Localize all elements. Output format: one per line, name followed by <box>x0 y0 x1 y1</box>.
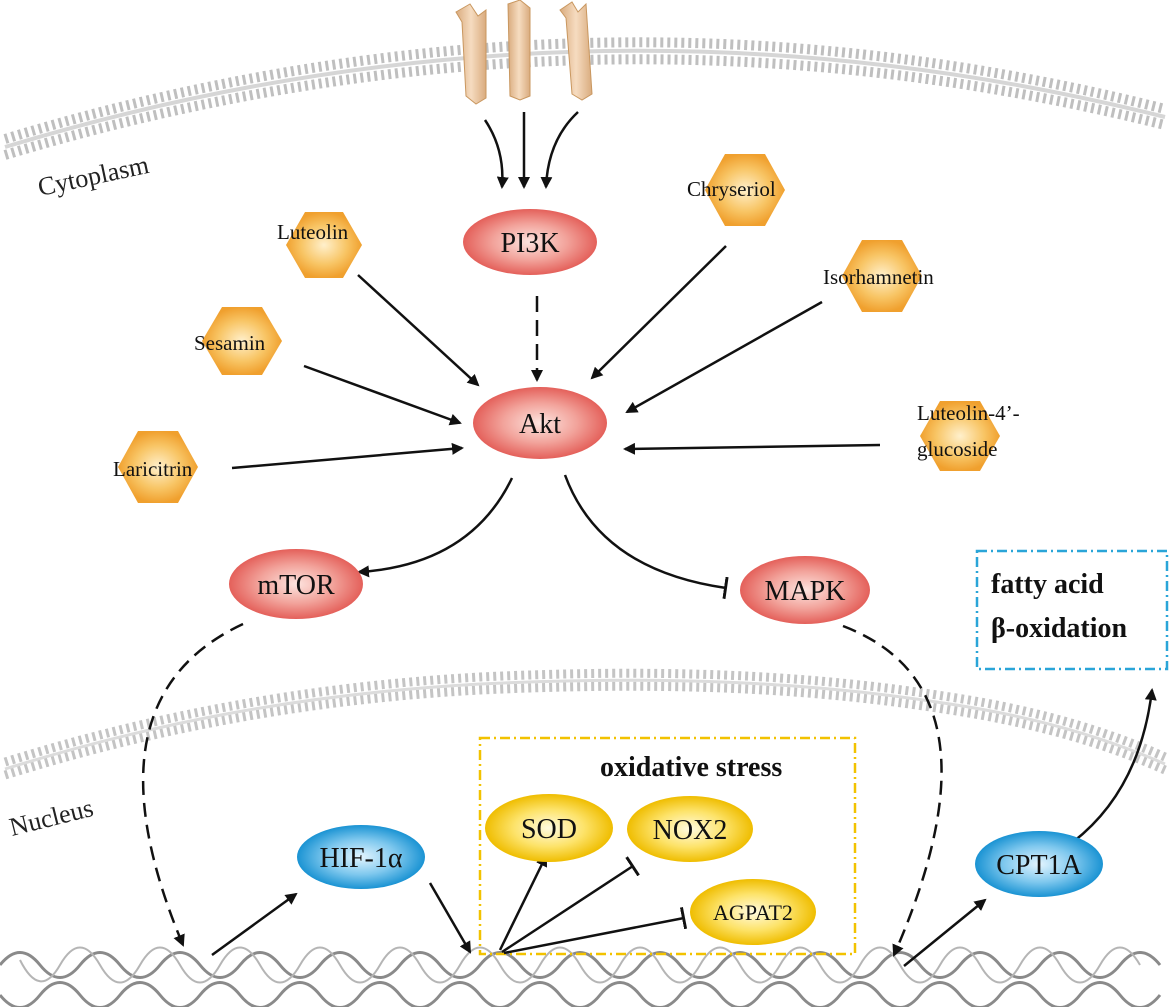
inhibit-dna-agpat2 <box>503 907 688 955</box>
node-mtor: mTOR <box>229 549 363 619</box>
arrow-luteolin-akt <box>357 274 480 387</box>
compound-label-luteolin: Luteolin <box>277 220 349 244</box>
node-hif1a: HIF-1α <box>297 825 425 889</box>
node-label-cpt1a: CPT1A <box>996 850 1082 881</box>
node-label-pi3k: PI3K <box>500 228 559 259</box>
arrow-dna-sod <box>498 854 548 951</box>
node-agpat2: AGPAT2 <box>690 879 816 945</box>
hexagon-icon <box>705 154 785 226</box>
node-pi3k: PI3K <box>463 209 597 275</box>
nuclear-membrane <box>3 668 1167 780</box>
arrow-glucoside-akt <box>623 442 881 455</box>
hexagon-icon <box>118 431 198 503</box>
compound-isorhamnetin: Isorhamnetin <box>823 240 934 312</box>
arrow-mapk-dna <box>842 624 943 957</box>
arrow-chryseriol-akt <box>590 245 727 380</box>
arrow-akt-mtor <box>357 477 514 578</box>
inhibit-dna-nox2 <box>501 856 640 954</box>
compound-label-glucoside-line1: Luteolin-4’- <box>917 401 1020 425</box>
arrow-receptor3-pi3k <box>540 111 579 189</box>
compound-luteolin: Luteolin <box>277 212 362 278</box>
membrane-receptor-icon <box>455 0 593 105</box>
node-nox2: NOX2 <box>627 796 753 862</box>
cytoplasm-label: Cytoplasm <box>35 150 151 202</box>
arrow-mtor-dna <box>141 622 244 947</box>
node-akt: Akt <box>473 387 607 459</box>
fatty-acid-oxidation-box <box>975 549 1169 671</box>
arrow-isorhamnetin-akt <box>625 300 823 414</box>
fatty-acid-title-line1: fatty acid <box>991 569 1104 600</box>
node-label-agpat2: AGPAT2 <box>713 900 793 925</box>
compound-sesamin: Sesamin <box>194 307 282 375</box>
oxidative-stress-box <box>478 736 857 956</box>
node-label-nox2: NOX2 <box>653 815 728 846</box>
compound-label-chryseriol: Chryseriol <box>687 177 776 201</box>
compound-label-glucoside-line2: glucoside <box>917 437 997 461</box>
oxidative-stress-title: oxidative stress <box>600 752 782 783</box>
node-mapk: MAPK <box>740 556 870 624</box>
compound-chryseriol: Chryseriol <box>687 154 785 226</box>
compound-label-laricitrin: Laricitrin <box>113 457 193 481</box>
node-label-sod: SOD <box>521 814 577 845</box>
compound-luteolin-glucoside: Luteolin-4’- glucoside <box>917 401 1020 471</box>
arrow-receptor1-pi3k <box>483 119 509 189</box>
node-cpt1a: CPT1A <box>975 831 1103 897</box>
node-sod: SOD <box>485 794 613 862</box>
compound-label-isorhamnetin: Isorhamnetin <box>823 265 934 289</box>
compound-label-sesamin: Sesamin <box>194 331 266 355</box>
node-label-mapk: MAPK <box>765 576 846 607</box>
fatty-acid-title-line2: β-oxidation <box>991 613 1128 644</box>
node-label-hif1a: HIF-1α <box>319 843 402 874</box>
arrow-sesamin-akt <box>303 364 462 426</box>
arrow-laricitrin-akt <box>231 442 464 470</box>
nucleus-label: Nucleus <box>6 793 96 842</box>
arrow-cpt1a-fatty-acid <box>1072 688 1157 843</box>
hexagon-icon <box>842 240 922 312</box>
node-label-mtor: mTOR <box>257 570 335 601</box>
compound-laricitrin: Laricitrin <box>113 431 198 503</box>
hexagon-icon <box>286 212 362 278</box>
hexagon-icon <box>202 307 282 375</box>
node-label-akt: Akt <box>519 409 561 440</box>
inhibit-akt-mapk <box>563 474 729 600</box>
arrow-dna-hif1a <box>211 892 298 957</box>
hexagon-icon <box>920 401 1000 471</box>
pathway-arrows <box>141 111 1157 967</box>
arrow-dna-cpt1a <box>903 898 987 967</box>
dna-helix-icon <box>0 946 1162 1007</box>
arrow-hif1a-dna <box>428 882 472 954</box>
